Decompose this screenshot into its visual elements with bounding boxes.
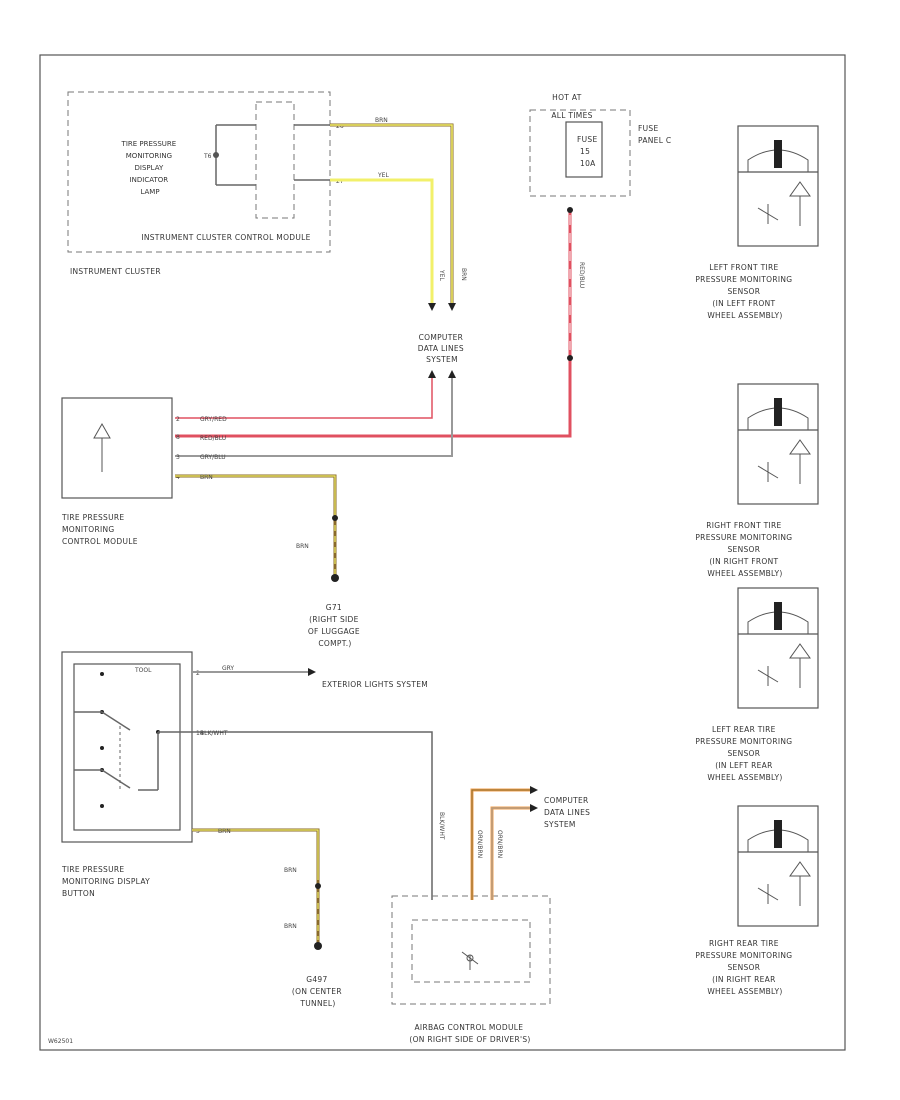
wire-label-gry-red: GRY/RED: [200, 416, 227, 423]
pin-btn-2: 14: [196, 730, 204, 737]
sensor-rf-label: RIGHT FRONT TIRE PRESSURE MONITORING SEN…: [695, 521, 794, 578]
sensor-left-front: [737, 125, 819, 247]
wire-gry-blu: [175, 378, 453, 457]
wire-label-orn-brn-1: ORN/BRN: [476, 830, 483, 858]
pin-tpm-2: 8: [176, 434, 180, 441]
diagram-frame: [39, 54, 846, 1051]
wire-brn-cluster: [330, 123, 454, 305]
sensor-lf-label: LEFT FRONT TIRE PRESSURE MONITORING SENS…: [695, 263, 794, 320]
tpms-control-label: TIRE PRESSURE MONITORING CONTROL MODULE: [61, 513, 138, 546]
ground-g71-label: G71 (RIGHT SIDE OF LUGGAGE COMPT.): [308, 603, 362, 648]
sensor-left-rear: [737, 587, 819, 709]
wire-label-blk-wht-1: BLK/WHT: [200, 730, 228, 737]
airbag-label: AIRBAG CONTROL MODULE (ON RIGHT SIDE OF …: [409, 1023, 530, 1044]
ground-g71-icon: [331, 574, 339, 582]
tpms-button-label: TIRE PRESSURE MONITORING DISPLAY BUTTON: [61, 865, 152, 898]
antenna-icon: [93, 422, 111, 439]
fuse-icon: [565, 121, 603, 178]
wire-label-brn-6: BRN: [284, 867, 297, 874]
tpms-button-inner: [73, 663, 181, 831]
connector-arrow: [428, 303, 436, 311]
wire-label-yel-2: YEL: [438, 269, 445, 281]
lamp-icon: [213, 152, 219, 158]
wire-label-orn-brn-2: ORN/BRN: [496, 830, 503, 858]
pin-tpm-3: 3: [176, 454, 180, 461]
antenna-icon: [789, 439, 811, 455]
fuse-panel-box: [529, 109, 631, 197]
airbag-inner-box: [411, 919, 531, 983]
wire-label-brn-5: BRN: [218, 828, 231, 835]
wire-blk-wht: [192, 731, 433, 900]
tpms-button-box: [61, 651, 193, 843]
wire-label-tool: TOOL: [134, 667, 152, 674]
wire-label-yel-1: YEL: [377, 172, 389, 179]
wire-gry-red: [175, 378, 433, 419]
wire-label-brn-3: BRN: [200, 474, 213, 481]
tpms-control-module-box: [61, 397, 173, 499]
wire-brn-ground-g71: [175, 474, 337, 578]
pin-tpm-1: 2: [176, 416, 180, 423]
wire-label-brn-1: BRN: [375, 117, 388, 124]
data-lines-bottom-label: COMPUTER DATA LINES SYSTEM: [544, 796, 592, 829]
fuse-label: FUSE 15 10A: [577, 135, 600, 168]
sensor-right-front: [737, 383, 819, 505]
wire-label-brn-7: BRN: [284, 923, 297, 930]
ground-g497-icon: [314, 942, 322, 950]
antenna-icon: [789, 181, 811, 197]
instrument-cluster-box: [67, 91, 331, 253]
wire-label-gry: GRY: [222, 665, 234, 672]
hot-at-label: HOT AT ALL TIMES: [551, 93, 592, 120]
cluster-module-box: [255, 101, 295, 219]
diagram-id: W62501: [48, 1038, 73, 1045]
wire-label-brn-2: BRN: [460, 268, 467, 281]
cluster-module-label: INSTRUMENT CLUSTER CONTROL MODULE: [141, 233, 310, 242]
fuse-panel-label: FUSE PANEL C: [638, 124, 671, 145]
antenna-icon: [789, 861, 811, 877]
data-lines-top-label: COMPUTER DATA LINES SYSTEM: [418, 333, 466, 364]
switch-icon: [101, 711, 131, 731]
instrument-cluster-label: INSTRUMENT CLUSTER: [70, 267, 161, 276]
wire-label-red-blu-2: RED/BLU: [200, 435, 226, 442]
exterior-lights-label: EXTERIOR LIGHTS SYSTEM: [322, 680, 428, 689]
pin-ic-lamp: T6: [203, 153, 212, 160]
sensor-lr-label: LEFT REAR TIRE PRESSURE MONITORING SENSO…: [695, 725, 794, 782]
wire-brn-ground-g497: [192, 828, 320, 945]
wire-yel-cluster: [330, 178, 434, 305]
sensor-right-rear: [737, 805, 819, 927]
wire-label-blk-wht-2: BLK/WHT: [438, 812, 445, 840]
tpms-lamp-label: TIRE PRESSURE MONITORING DISPLAY INDICAT…: [121, 140, 179, 196]
wire-red-blu: [175, 210, 572, 438]
airbag-module-box: [391, 895, 551, 1005]
pin-btn-1: 2: [196, 670, 200, 677]
antenna-icon: [789, 643, 811, 659]
sensor-rr-label: RIGHT REAR TIRE PRESSURE MONITORING SENS…: [695, 939, 794, 996]
wire-label-red-blu-1: RED/BLU: [578, 262, 585, 288]
wire-label-gry-blu: GRY/BLU: [200, 454, 226, 461]
connector-arrow: [448, 303, 456, 311]
ground-g497-label: G497 (ON CENTER TUNNEL): [292, 975, 344, 1008]
wire-label-brn-4: BRN: [296, 543, 309, 550]
